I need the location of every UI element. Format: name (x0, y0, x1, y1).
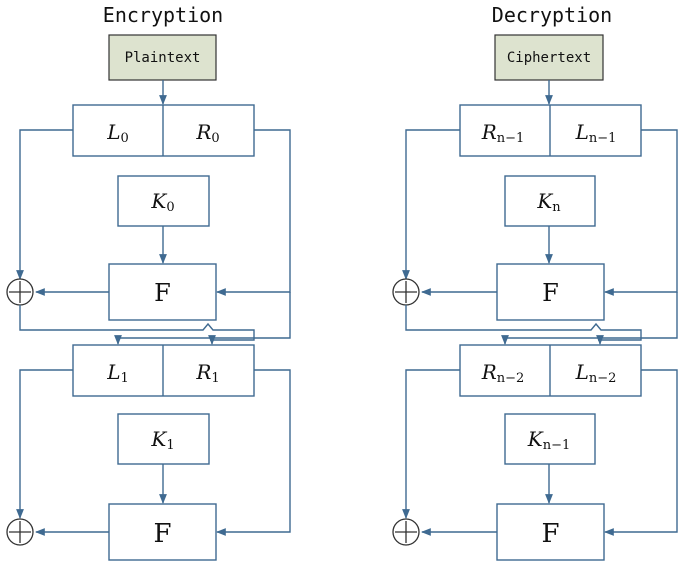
dround0-right-to-left1 (501, 292, 678, 345)
dround1-f-label: F (541, 519, 559, 549)
round0-f-box (108, 263, 217, 321)
round0-left-to-xor (16, 129, 73, 280)
dround1-right-label: Ln−2 (575, 360, 617, 386)
dround0-key-label: Kn (536, 189, 561, 215)
encryption-panel: Encryption Plaintext L0 R0 K0 F (6, 3, 291, 561)
dround1-key-label: Kn−1 (527, 427, 571, 453)
dround0-left-to-xor (402, 129, 460, 280)
dround0-left-label: Rn−1 (481, 120, 525, 146)
round1-left-to-xor (16, 369, 73, 519)
decryption-panel: Decryption Ciphertext Rn−1 Ln−1 Kn F (392, 3, 678, 561)
round1-right-label: R1 (195, 360, 219, 386)
dround1-key-box (504, 413, 596, 465)
plaintext-box (108, 34, 217, 81)
xor-circle-plus-icon (6, 278, 34, 306)
round1-left-label: L1 (106, 360, 129, 386)
dround0-key-box (504, 175, 596, 227)
dround0-right-label: Ln−1 (575, 120, 617, 146)
dround1-left-label: Rn−2 (481, 360, 525, 386)
round0-f-label: F (154, 279, 171, 307)
round0-left-label: L0 (106, 120, 129, 146)
round0-key-box (117, 175, 210, 227)
encryption-round-0: L0 R0 K0 F (6, 104, 291, 345)
encryption-round-1: L1 R1 K1 F (6, 344, 291, 561)
xor-circle-plus-icon (6, 518, 34, 546)
dround0-right-to-f (604, 129, 678, 296)
decryption-round-0: Rn−1 Ln−1 Kn F (392, 104, 678, 345)
round0-right-label: R0 (195, 120, 219, 146)
round0-key-label: K0 (150, 189, 174, 215)
decryption-title: Decryption (492, 3, 612, 27)
dround0-f-label: F (542, 279, 559, 307)
ciphertext-label: Ciphertext (507, 50, 591, 66)
xor-circle-plus-icon (392, 518, 420, 546)
ciphertext-box (494, 34, 604, 81)
round1-key-box (117, 413, 210, 465)
dround0-f-box (496, 263, 605, 321)
round1-f-label: F (153, 519, 171, 549)
round0-right-to-left1 (114, 292, 291, 345)
dround1-left-to-xor (402, 369, 460, 519)
plaintext-label: Plaintext (125, 50, 201, 66)
encryption-title: Encryption (103, 3, 223, 27)
decryption-round-1: Rn−2 Ln−2 Kn−1 F (392, 344, 678, 561)
round0-right-to-f (216, 129, 291, 296)
dround1-f-box (496, 503, 605, 561)
xor-circle-plus-icon (392, 278, 420, 306)
dround1-right-to-f (604, 369, 678, 536)
round1-right-to-f (216, 369, 291, 536)
round1-key-label: K1 (150, 427, 174, 453)
